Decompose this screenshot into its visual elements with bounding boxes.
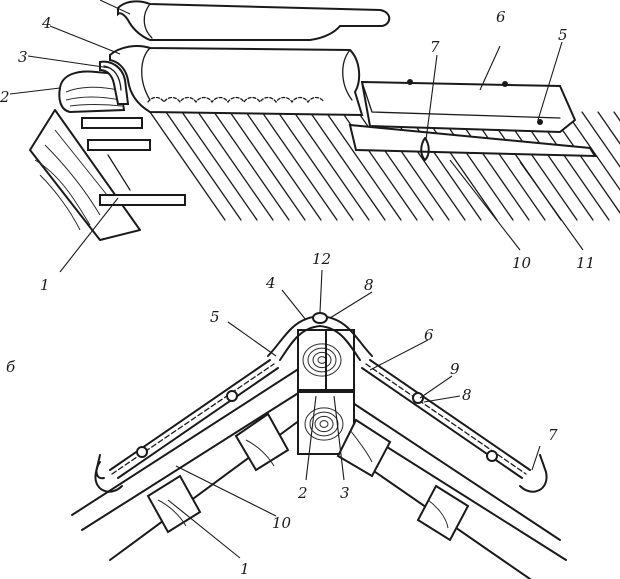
wood-grain-ring (307, 347, 337, 373)
roof-rib-line (261, 111, 338, 221)
roof-rib-line (437, 111, 514, 221)
roof-rib-line (229, 111, 306, 221)
label-b-sub: б (6, 358, 16, 376)
label-a-6: 6 (496, 8, 506, 26)
ridge-plank (360, 79, 577, 135)
labels-a: 1 2 3 4 5 6 7 10 11 (0, 8, 595, 294)
side-plate (348, 123, 597, 158)
roof-rib-line (325, 111, 402, 221)
roof-rib-line (421, 111, 498, 221)
leaders-a (9, 0, 584, 273)
roof-rib-line (405, 111, 482, 221)
wood-grain-ring (314, 415, 334, 433)
figure-b: б (6, 250, 567, 579)
label-b-7: 7 (548, 426, 558, 444)
ridge-cap-lower (109, 45, 364, 117)
roof-rib-line (197, 111, 274, 221)
label-a-4: 4 (41, 14, 52, 32)
roof-rib-line (597, 111, 620, 145)
ridge-beams-b (297, 329, 355, 455)
roof-rib-line (309, 111, 386, 221)
wood-grain-ring (302, 343, 342, 377)
label-b-2: 2 (297, 484, 308, 502)
label-a-1: 1 (40, 276, 50, 294)
wood-grain-ring (312, 351, 332, 369)
label-a-5: 5 (558, 26, 568, 44)
roof-rib-line (245, 111, 322, 221)
roof-rib-line (213, 111, 290, 221)
seal-strip (99, 60, 130, 105)
label-b-9: 9 (450, 360, 460, 378)
label-b-1: 1 (240, 560, 250, 578)
ridge-cap-b (267, 312, 373, 361)
label-b-5: 5 (210, 308, 220, 326)
labels-b: 1 2 3 4 5 6 7 8 8 9 10 12 (210, 250, 558, 578)
label-a-7: 7 (430, 38, 440, 56)
ridge-cap-upper (117, 0, 391, 41)
label-a-3: 3 (18, 48, 28, 66)
wood-grain-ring (309, 411, 339, 437)
label-a-2: 2 (0, 88, 10, 106)
wood-grain-ring (304, 407, 344, 441)
label-b-4: 4 (265, 274, 276, 292)
rafter-left (29, 109, 141, 241)
label-b-10: 10 (272, 514, 292, 532)
roof-rib-line (181, 111, 258, 221)
ridge-beam (58, 70, 126, 114)
roof-rib-line (149, 111, 226, 221)
label-b-8-right: 8 (462, 386, 472, 404)
wood-grain-ring (319, 420, 329, 428)
battens-b (146, 412, 470, 542)
leaders-b (167, 269, 541, 559)
clamp (420, 137, 430, 161)
label-b-8-top: 8 (364, 276, 374, 294)
label-b-3: 3 (340, 484, 350, 502)
label-b-12: 12 (312, 250, 331, 268)
battens (81, 117, 186, 206)
fasteners-b (136, 390, 498, 462)
label-a-10: 10 (512, 254, 532, 272)
label-b-6: 6 (424, 326, 434, 344)
right-slope-sheet (361, 359, 531, 479)
label-a-11: 11 (576, 254, 595, 272)
roof-rib-line (277, 111, 354, 221)
roof-rib-line (293, 111, 370, 221)
roof-rib-line (165, 111, 242, 221)
hooks (94, 454, 548, 493)
figure-a: 1 2 3 4 5 6 7 10 11 (0, 0, 620, 294)
roof-rib-line (565, 111, 620, 191)
